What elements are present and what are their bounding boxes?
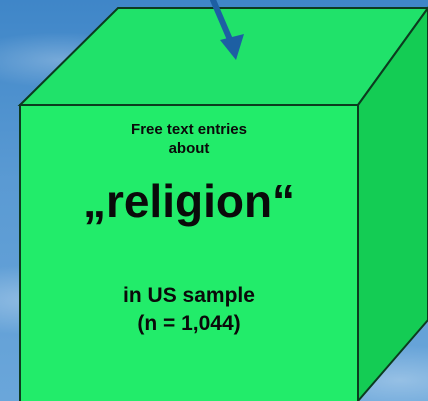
sample-size-line: (n = 1,044) bbox=[137, 312, 241, 335]
caption-line-2: about bbox=[168, 140, 210, 157]
down-arrow-icon bbox=[210, 0, 244, 60]
cube-front-text: Free text entries about „religion“ in US… bbox=[20, 105, 358, 401]
sample-line: in US sample bbox=[123, 284, 255, 307]
keyword-religion: „religion“ bbox=[82, 175, 296, 227]
cube-front-face bbox=[19, 104, 359, 401]
caption-line-1: Free text entries bbox=[131, 121, 247, 138]
